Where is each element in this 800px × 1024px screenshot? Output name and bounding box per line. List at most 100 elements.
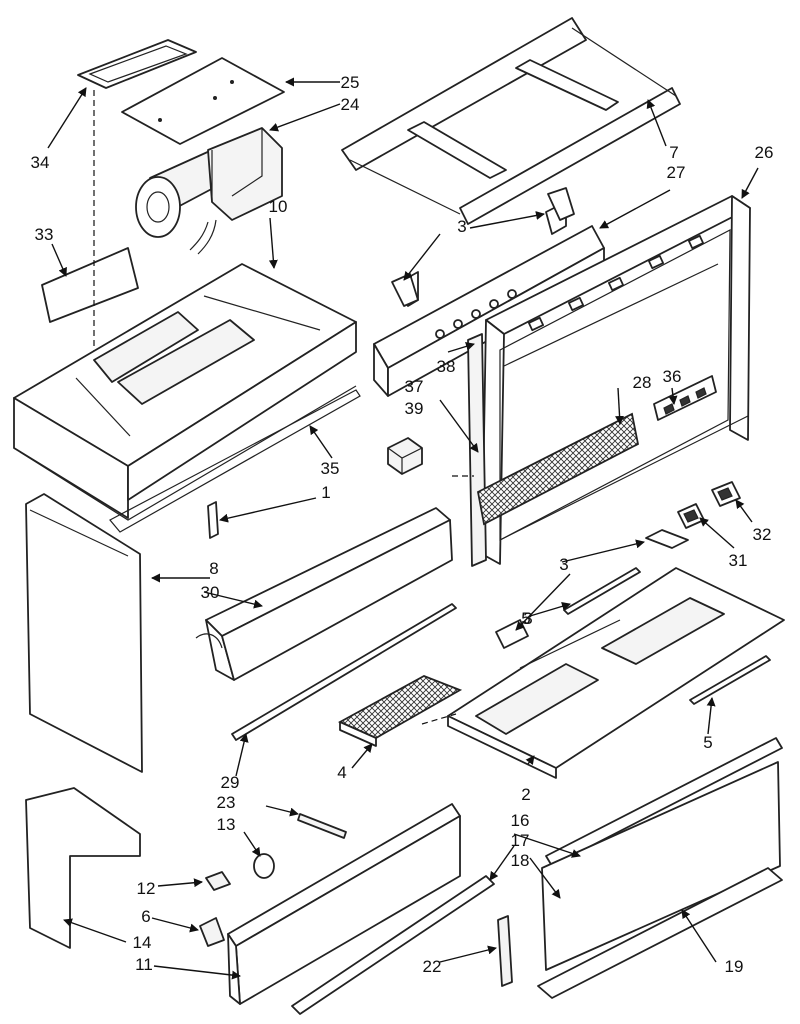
svg-text:19: 19 (725, 957, 744, 976)
callout-33: 33 (35, 225, 54, 244)
callout-30: 30 (201, 583, 220, 602)
callout-11: 11 (135, 955, 153, 974)
callout-3-top: 3 (457, 217, 466, 236)
svg-text:29: 29 (221, 773, 240, 792)
part-11-light-housing (227, 803, 461, 1005)
callout-24: 24 (341, 95, 360, 114)
svg-text:31: 31 (729, 551, 748, 570)
part-4-filter (337, 675, 463, 747)
callout-3-mid: 3 (559, 555, 568, 574)
part-39-block (387, 437, 423, 475)
callout-27: 27 (667, 163, 686, 182)
part-12-connector (205, 871, 231, 891)
svg-text:2: 2 (521, 785, 530, 804)
svg-text:14: 14 (133, 933, 152, 952)
part-3-clip-right (645, 529, 689, 549)
callout-38: 38 (437, 357, 456, 376)
callout-32: 32 (753, 525, 772, 544)
callout-8: 8 (209, 559, 218, 578)
part-5-rail-upper (563, 567, 641, 615)
callout-28: 28 (633, 373, 652, 392)
svg-text:22: 22 (423, 957, 442, 976)
svg-text:1: 1 (321, 483, 330, 502)
svg-text:32: 32 (753, 525, 772, 544)
svg-text:11: 11 (135, 955, 153, 974)
callout-4: 4 (337, 763, 346, 782)
callout-37: 37 (405, 377, 424, 396)
svg-text:18: 18 (511, 851, 530, 870)
part-1-clip (207, 501, 219, 539)
svg-text:24: 24 (341, 95, 360, 114)
callout-16: 16 (511, 811, 530, 830)
svg-text:34: 34 (31, 153, 50, 172)
part-18-lens-panel (541, 761, 781, 971)
svg-text:3: 3 (457, 217, 466, 236)
part-17-tube (291, 875, 495, 1015)
svg-text:3: 3 (559, 555, 568, 574)
leader-lines (47, 77, 759, 980)
part-33-small-plate (41, 247, 139, 323)
svg-text:16: 16 (511, 811, 530, 830)
svg-text:28: 28 (633, 373, 652, 392)
alignment-line-filter (421, 713, 457, 725)
callout-12: 12 (137, 879, 156, 898)
callout-18: 18 (511, 851, 530, 870)
part-10-blower-housing (13, 263, 361, 533)
svg-text:5: 5 (521, 609, 530, 628)
part-29-rod (231, 603, 457, 741)
svg-text:27: 27 (667, 163, 686, 182)
callout-23: 23 (217, 793, 236, 812)
callout-29: 29 (221, 773, 240, 792)
svg-text:17: 17 (511, 831, 530, 850)
callout-17: 17 (511, 831, 530, 850)
callout-31: 31 (729, 551, 748, 570)
part-30-front-trim (195, 507, 453, 681)
part-26-front-frame (481, 195, 751, 565)
svg-text:37: 37 (405, 377, 424, 396)
callout-34: 34 (31, 153, 50, 172)
callout-1: 1 (321, 483, 330, 502)
callout-19: 19 (725, 957, 744, 976)
svg-text:38: 38 (437, 357, 456, 376)
callout-2: 2 (521, 785, 530, 804)
part-3-clip-top-right (547, 187, 575, 221)
part-16-rail (545, 737, 783, 867)
part-19-bottom-rail (537, 867, 783, 999)
part-23-socket (297, 813, 347, 839)
svg-text:33: 33 (35, 225, 54, 244)
part-36-switch-bank (653, 375, 717, 421)
callout-5-upper: 5 (521, 609, 530, 628)
svg-text:10: 10 (269, 197, 288, 216)
part-14-lower-side-panel (25, 787, 141, 949)
callout-7: 7 (669, 143, 678, 162)
svg-text:23: 23 (217, 793, 236, 812)
callout-5-lower: 5 (703, 733, 712, 752)
callout-13: 13 (217, 815, 236, 834)
svg-text:30: 30 (201, 583, 220, 602)
svg-text:6: 6 (141, 907, 150, 926)
svg-text:7: 7 (669, 143, 678, 162)
svg-text:8: 8 (209, 559, 218, 578)
part-28-grille (476, 412, 640, 526)
svg-text:13: 13 (217, 815, 236, 834)
part-2-bottom-panel (447, 567, 785, 779)
callout-10: 10 (269, 197, 288, 216)
svg-text:36: 36 (663, 367, 682, 386)
callout-26: 26 (755, 143, 774, 162)
part-32-switch (711, 481, 741, 507)
callout-22: 22 (423, 957, 442, 976)
callout-39: 39 (405, 399, 424, 418)
callout-6: 6 (141, 907, 150, 926)
callout-35: 35 (321, 459, 340, 478)
part-34-top-bracket (77, 39, 197, 89)
part-13-lamp (253, 853, 275, 879)
svg-text:25: 25 (341, 73, 360, 92)
part-24-blower-motor (135, 127, 283, 255)
svg-text:26: 26 (755, 143, 774, 162)
callout-14: 14 (133, 933, 152, 952)
part-6-connector (199, 917, 225, 947)
callout-36: 36 (663, 367, 682, 386)
svg-text:12: 12 (137, 879, 156, 898)
